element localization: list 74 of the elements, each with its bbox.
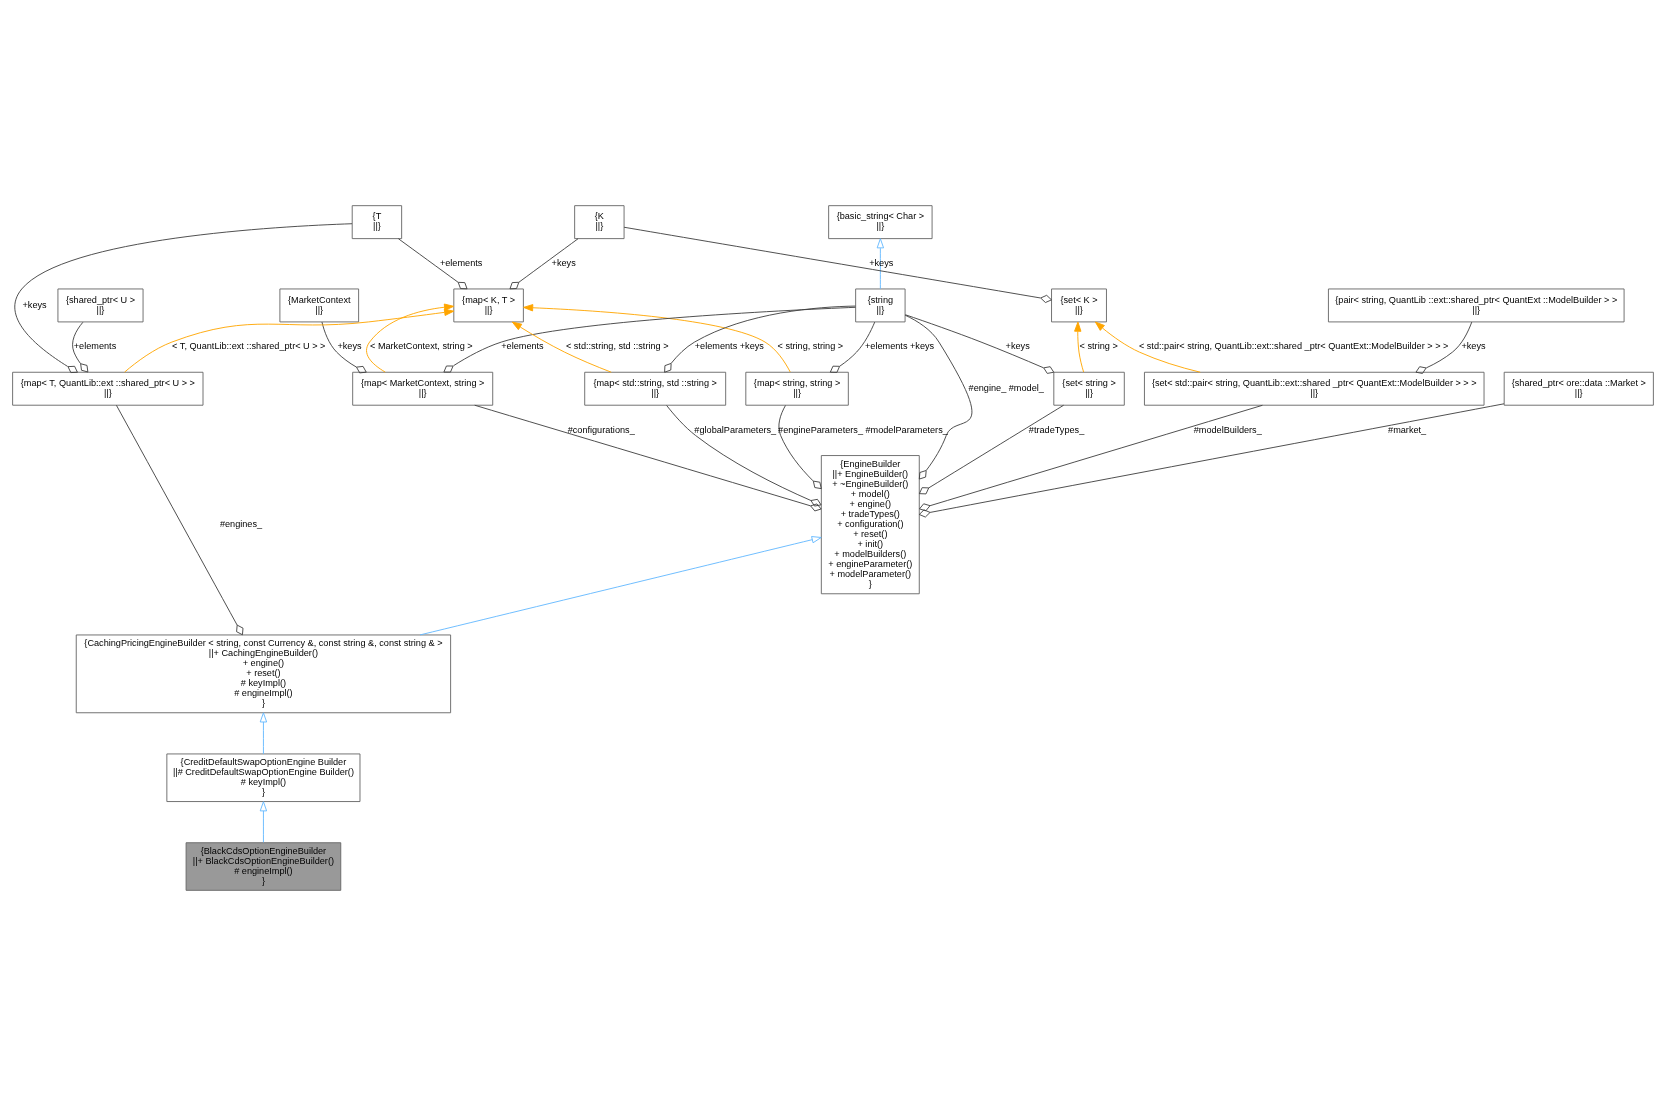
edge-label: #tradeTypes_ xyxy=(1028,424,1085,435)
arrow xyxy=(876,238,885,290)
edge-label: +keys xyxy=(869,258,894,269)
edge-label: +keys xyxy=(1461,341,1486,352)
edge-label: +elements xyxy=(73,341,117,352)
node-box: {EngineBuilder ||+ EngineBuilder() + ~EngineBuilder() + model() + engine() + tradeTypes() + configuration() + reset() + init() + modelBuilders() + engineParameter() + modelParameter() } xyxy=(820,455,920,595)
node-box: {map< K, T > ||} xyxy=(453,288,524,323)
arrow xyxy=(511,321,612,373)
edge-label: < T, QuantLib::ext ::shared_ptr< U > > xyxy=(172,341,326,352)
node-box: {map< MarketContext, string > ||} xyxy=(352,371,494,406)
connector xyxy=(443,306,856,373)
arrow xyxy=(259,712,268,755)
node-box: {K ||} xyxy=(574,205,625,240)
connector xyxy=(904,314,1055,374)
node-box: {map< string, string > ||} xyxy=(745,371,849,406)
edge-label: +keys xyxy=(22,299,47,310)
edge-label: < std::string, std ::string > xyxy=(565,341,669,352)
connector xyxy=(115,404,244,636)
edge-label: < std::pair< string, QuantLib::ext::shared _ptr< QuantExt::ModelBuilder > > > xyxy=(1138,341,1449,352)
node-box: {MarketContext ||} xyxy=(279,288,360,323)
arrow xyxy=(419,536,822,636)
node-box: {set< string > ||} xyxy=(1053,371,1125,406)
arrow xyxy=(523,304,791,373)
node-box: {pair< string, QuantLib ::ext::shared_ptr< QuantExt ::ModelBuilder > > ||} xyxy=(1327,288,1625,323)
node-box: {T ||} xyxy=(351,205,403,240)
arrow xyxy=(1074,321,1085,373)
edge-label: < string > xyxy=(1079,341,1118,352)
connector xyxy=(829,321,876,373)
edge-label: #configurations_ xyxy=(567,424,635,435)
edge-label: < string, string > xyxy=(777,341,844,352)
edge-label: +elements xyxy=(439,258,483,269)
connector xyxy=(14,223,353,374)
connector xyxy=(918,404,1065,495)
node-box: {BlackCdsOptionEngineBuilder ||+ BlackCdsOptionEngineBuilder() # engineImpl() } xyxy=(185,842,342,891)
connector xyxy=(666,405,822,507)
arrow xyxy=(259,801,268,843)
connector xyxy=(664,305,856,373)
edge-label: #market_ xyxy=(1388,424,1427,435)
connector xyxy=(904,314,973,480)
edge-label: #globalParameters_ xyxy=(694,424,777,435)
connector xyxy=(509,238,579,290)
node-box: {CachingPricingEngineBuilder < string, const Currency &, const string &, const string & > ||+ CachingEngineBuilder() + engine() + reset() # keyImpl() # engineImpl() } xyxy=(75,634,452,714)
connector xyxy=(1415,321,1473,374)
edge-label: #engine_ #model_ xyxy=(968,383,1044,394)
connector xyxy=(321,321,367,374)
node-box: {map< std::string, std ::string > ||} xyxy=(584,371,727,406)
connector xyxy=(919,404,1263,512)
arrow xyxy=(1094,321,1201,373)
edge-label: +keys xyxy=(1005,341,1030,352)
arrow xyxy=(366,303,455,373)
edge-label: < MarketContext, string > xyxy=(370,341,473,352)
node-box: {CreditDefaultSwapOptionEngine Builder ||# CreditDefaultSwapOptionEngine Builder() # keyImpl() } xyxy=(166,753,361,802)
edge-label: +keys xyxy=(551,258,576,269)
connector xyxy=(397,238,468,290)
arrow xyxy=(124,308,455,373)
connector xyxy=(778,405,822,490)
node-box: {basic_string< Char > ||} xyxy=(828,205,933,240)
node-box: {shared_ptr< U > ||} xyxy=(57,288,144,323)
connector xyxy=(474,404,822,512)
connector xyxy=(623,226,1052,303)
edge-label: #modelBuilders_ xyxy=(1193,424,1262,435)
edge-label: +keys xyxy=(337,341,362,352)
edge-label: +elements +keys xyxy=(694,341,764,352)
connector xyxy=(72,321,89,373)
node-box: {set< K > ||} xyxy=(1051,288,1107,323)
node-box: {set< std::pair< string, QuantLib::ext::shared _ptr< QuantExt::ModelBuilder > > > ||} xyxy=(1144,371,1485,406)
node-box: {string ||} xyxy=(855,288,906,323)
edge-label: #engines_ xyxy=(219,518,263,529)
edge-label: +elements +keys xyxy=(865,341,935,352)
node-box: {map< T, QuantLib::ext ::shared_ptr< U > > ||} xyxy=(12,371,204,406)
connector xyxy=(918,403,1505,518)
node-box: {shared_ptr< ore::data ::Market > ||} xyxy=(1503,371,1654,406)
edge-label: #engineParameters_ #modelParameters_ xyxy=(778,424,948,435)
edge-label: +elements xyxy=(501,341,544,352)
